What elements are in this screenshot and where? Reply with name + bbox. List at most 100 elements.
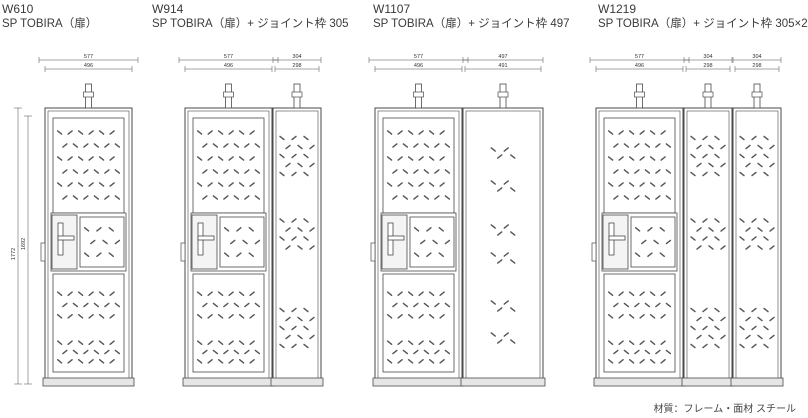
perforation-slot	[639, 182, 645, 187]
perforation-slot	[665, 169, 672, 174]
height-label-outer: 1772	[11, 248, 17, 260]
perforation-slot	[634, 227, 641, 232]
perforation-slot	[634, 169, 640, 174]
door-base	[372, 377, 465, 387]
perforation-slot	[386, 156, 393, 161]
perforation-slot	[285, 227, 291, 232]
perforation-slot	[93, 302, 100, 308]
perforation-slot	[413, 349, 419, 355]
perforation-slot	[769, 245, 775, 250]
perforation-slot	[291, 135, 297, 141]
perforation-slot	[402, 169, 409, 174]
perforation-slot	[434, 302, 440, 308]
perforation-slot	[607, 314, 614, 319]
perforation-slot	[428, 291, 435, 296]
perforation-slot	[228, 130, 234, 135]
perforation-slot	[279, 236, 285, 241]
perforation-slot	[108, 227, 114, 232]
perforation-slot	[503, 252, 509, 257]
perforation-slot	[444, 349, 451, 355]
perforation-slot	[438, 252, 444, 257]
perforation-slot	[228, 359, 234, 364]
lock-plate	[191, 214, 218, 270]
perforation-slot	[739, 135, 745, 141]
door-base	[182, 377, 275, 387]
perforation-slot	[309, 316, 315, 322]
dimension-label: 496	[84, 63, 93, 69]
perforation-slot	[291, 236, 297, 241]
perforation-slot	[618, 314, 624, 319]
perforation-slot	[96, 227, 102, 232]
perforation-slot	[639, 314, 645, 319]
perforation-slot	[618, 182, 624, 187]
perforation-slot	[77, 314, 84, 319]
perforation-slot	[242, 239, 248, 245]
perforation-slot	[690, 218, 696, 223]
perforation-slot	[634, 252, 641, 257]
perforation-slot	[439, 340, 445, 345]
perforation-slot	[490, 147, 496, 152]
perforation-slot	[88, 314, 94, 319]
perforation-slot	[690, 135, 696, 141]
joint-top-clamp	[751, 91, 763, 98]
perforation-slot	[444, 143, 451, 148]
perforation-slot	[607, 291, 614, 296]
perforation-slot	[98, 314, 105, 319]
perforation-slot	[223, 227, 230, 232]
perforation-slot	[623, 169, 630, 174]
perforation-slot	[613, 349, 619, 355]
perforation-slot	[309, 144, 315, 150]
perforation-slot	[230, 239, 236, 245]
perforation-slot	[254, 195, 261, 200]
door-handle-lever	[608, 235, 626, 241]
perforation-slot	[714, 307, 720, 313]
perforation-slot	[623, 349, 630, 355]
perforation-slot	[665, 239, 672, 245]
perforation-slot	[397, 314, 403, 319]
door-base	[593, 377, 686, 387]
perforation-slot	[634, 349, 640, 355]
perforation-slot	[503, 147, 509, 152]
door-base	[42, 377, 135, 387]
perforation-slot	[660, 156, 666, 161]
door-top-clamp	[223, 91, 234, 98]
perforation-slot	[217, 130, 224, 135]
perforation-slot	[503, 224, 509, 229]
perforation-slot	[720, 227, 726, 232]
variant-name: SP TOBIRA（扉）+ ジョイント枠 305×2	[598, 18, 808, 30]
perforation-slot	[88, 130, 94, 135]
perforation-slot	[423, 195, 430, 200]
perforation-slot	[407, 182, 414, 187]
perforation-slot	[386, 340, 393, 345]
perforation-slot	[413, 143, 419, 148]
perforation-slot	[254, 143, 261, 148]
variant-name: SP TOBIRA（扉）	[2, 18, 98, 30]
dimension-label: 491	[498, 63, 507, 69]
perforation-slot	[238, 359, 245, 364]
perforation-slot	[702, 236, 708, 241]
perforation-slot	[62, 195, 68, 200]
perforation-slot	[285, 316, 291, 322]
perforation-slot	[62, 302, 68, 308]
perforation-slot	[77, 182, 84, 187]
perforation-slot	[67, 340, 73, 345]
joint-top-clamp	[291, 91, 303, 98]
perforation-slot	[660, 182, 666, 187]
joint-base	[460, 377, 546, 387]
perforation-slot	[93, 143, 100, 148]
perforation-slot	[249, 156, 255, 161]
perforation-slot	[702, 153, 708, 159]
perforation-slot	[702, 218, 708, 223]
perforation-slot	[613, 195, 619, 200]
perforation-slot	[223, 252, 230, 257]
perforation-slot	[249, 340, 255, 345]
perforation-slot	[88, 156, 94, 161]
perforation-slot	[238, 340, 245, 345]
perforation-slot	[714, 325, 720, 331]
perforation-slot	[285, 334, 291, 340]
perforation-slot	[628, 340, 635, 345]
perforation-slot	[392, 169, 398, 174]
perforation-slot	[88, 340, 94, 345]
